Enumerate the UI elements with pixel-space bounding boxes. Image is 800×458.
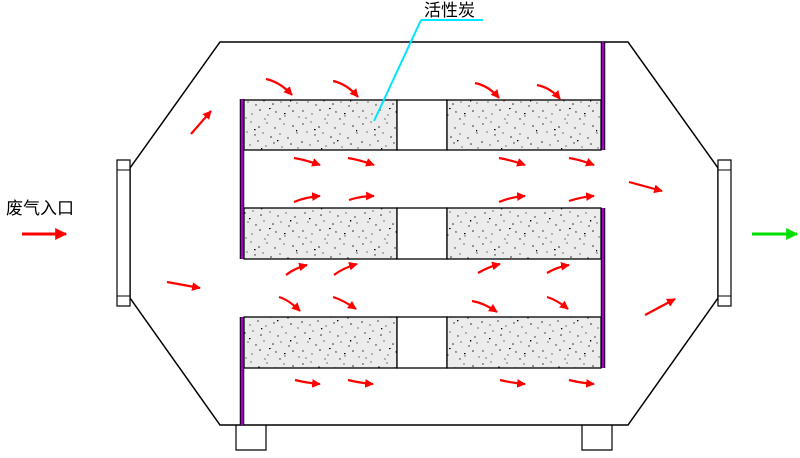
flow-arrow [347, 378, 374, 388]
flow-arrow [499, 378, 526, 388]
flow-arrow [628, 180, 663, 194]
flow-arrow [294, 378, 321, 388]
flow-arrow [347, 156, 375, 167]
carbon-label: 活性炭 [424, 1, 475, 21]
flow-arrow [546, 261, 570, 274]
airflow-arrows [166, 77, 676, 388]
flow-arrow [477, 261, 501, 274]
inlet-label: 废气入口 [6, 199, 74, 219]
carbon-bed [243, 316, 398, 369]
flow-arrow [348, 191, 375, 202]
flow-arrow [285, 262, 308, 276]
flow-arrow [568, 378, 595, 388]
tray-gap-box [396, 316, 448, 369]
carbon-leader-line [373, 19, 483, 122]
flow-arrow [190, 110, 212, 135]
flow-arrow [333, 261, 358, 276]
outlet-flange [717, 159, 732, 307]
flow-arrow [471, 299, 498, 313]
carbon-bed [446, 207, 602, 260]
support-foot-right [581, 425, 613, 451]
carbon-bed [446, 316, 602, 369]
flow-arrow [166, 280, 201, 291]
tray-gap-box [396, 99, 448, 151]
tray-gap-box [396, 207, 448, 260]
carbon-bed [446, 99, 602, 151]
flow-arrow [278, 295, 301, 312]
carbon-tray-row-3 [243, 316, 602, 369]
flow-arrow [546, 295, 569, 310]
flow-arrow [568, 192, 595, 203]
flow-arrow [332, 295, 357, 310]
carbon-tray-row-2 [243, 207, 602, 260]
flow-arrow [293, 192, 321, 204]
flow-arrow [644, 298, 676, 316]
flow-arrow [536, 83, 561, 100]
flow-arrow [498, 156, 526, 167]
flow-arrow [498, 192, 526, 204]
flow-arrow [568, 156, 595, 167]
carbon-bed [243, 207, 398, 260]
flow-arrow [293, 156, 321, 167]
flow-arrow [474, 81, 500, 99]
carbon-tray-row-1 [243, 99, 602, 151]
inlet-flange [116, 159, 131, 307]
carbon-bed [243, 99, 398, 151]
flow-arrow [265, 77, 293, 96]
support-foot-left [235, 425, 267, 451]
flow-arrow [332, 79, 359, 98]
